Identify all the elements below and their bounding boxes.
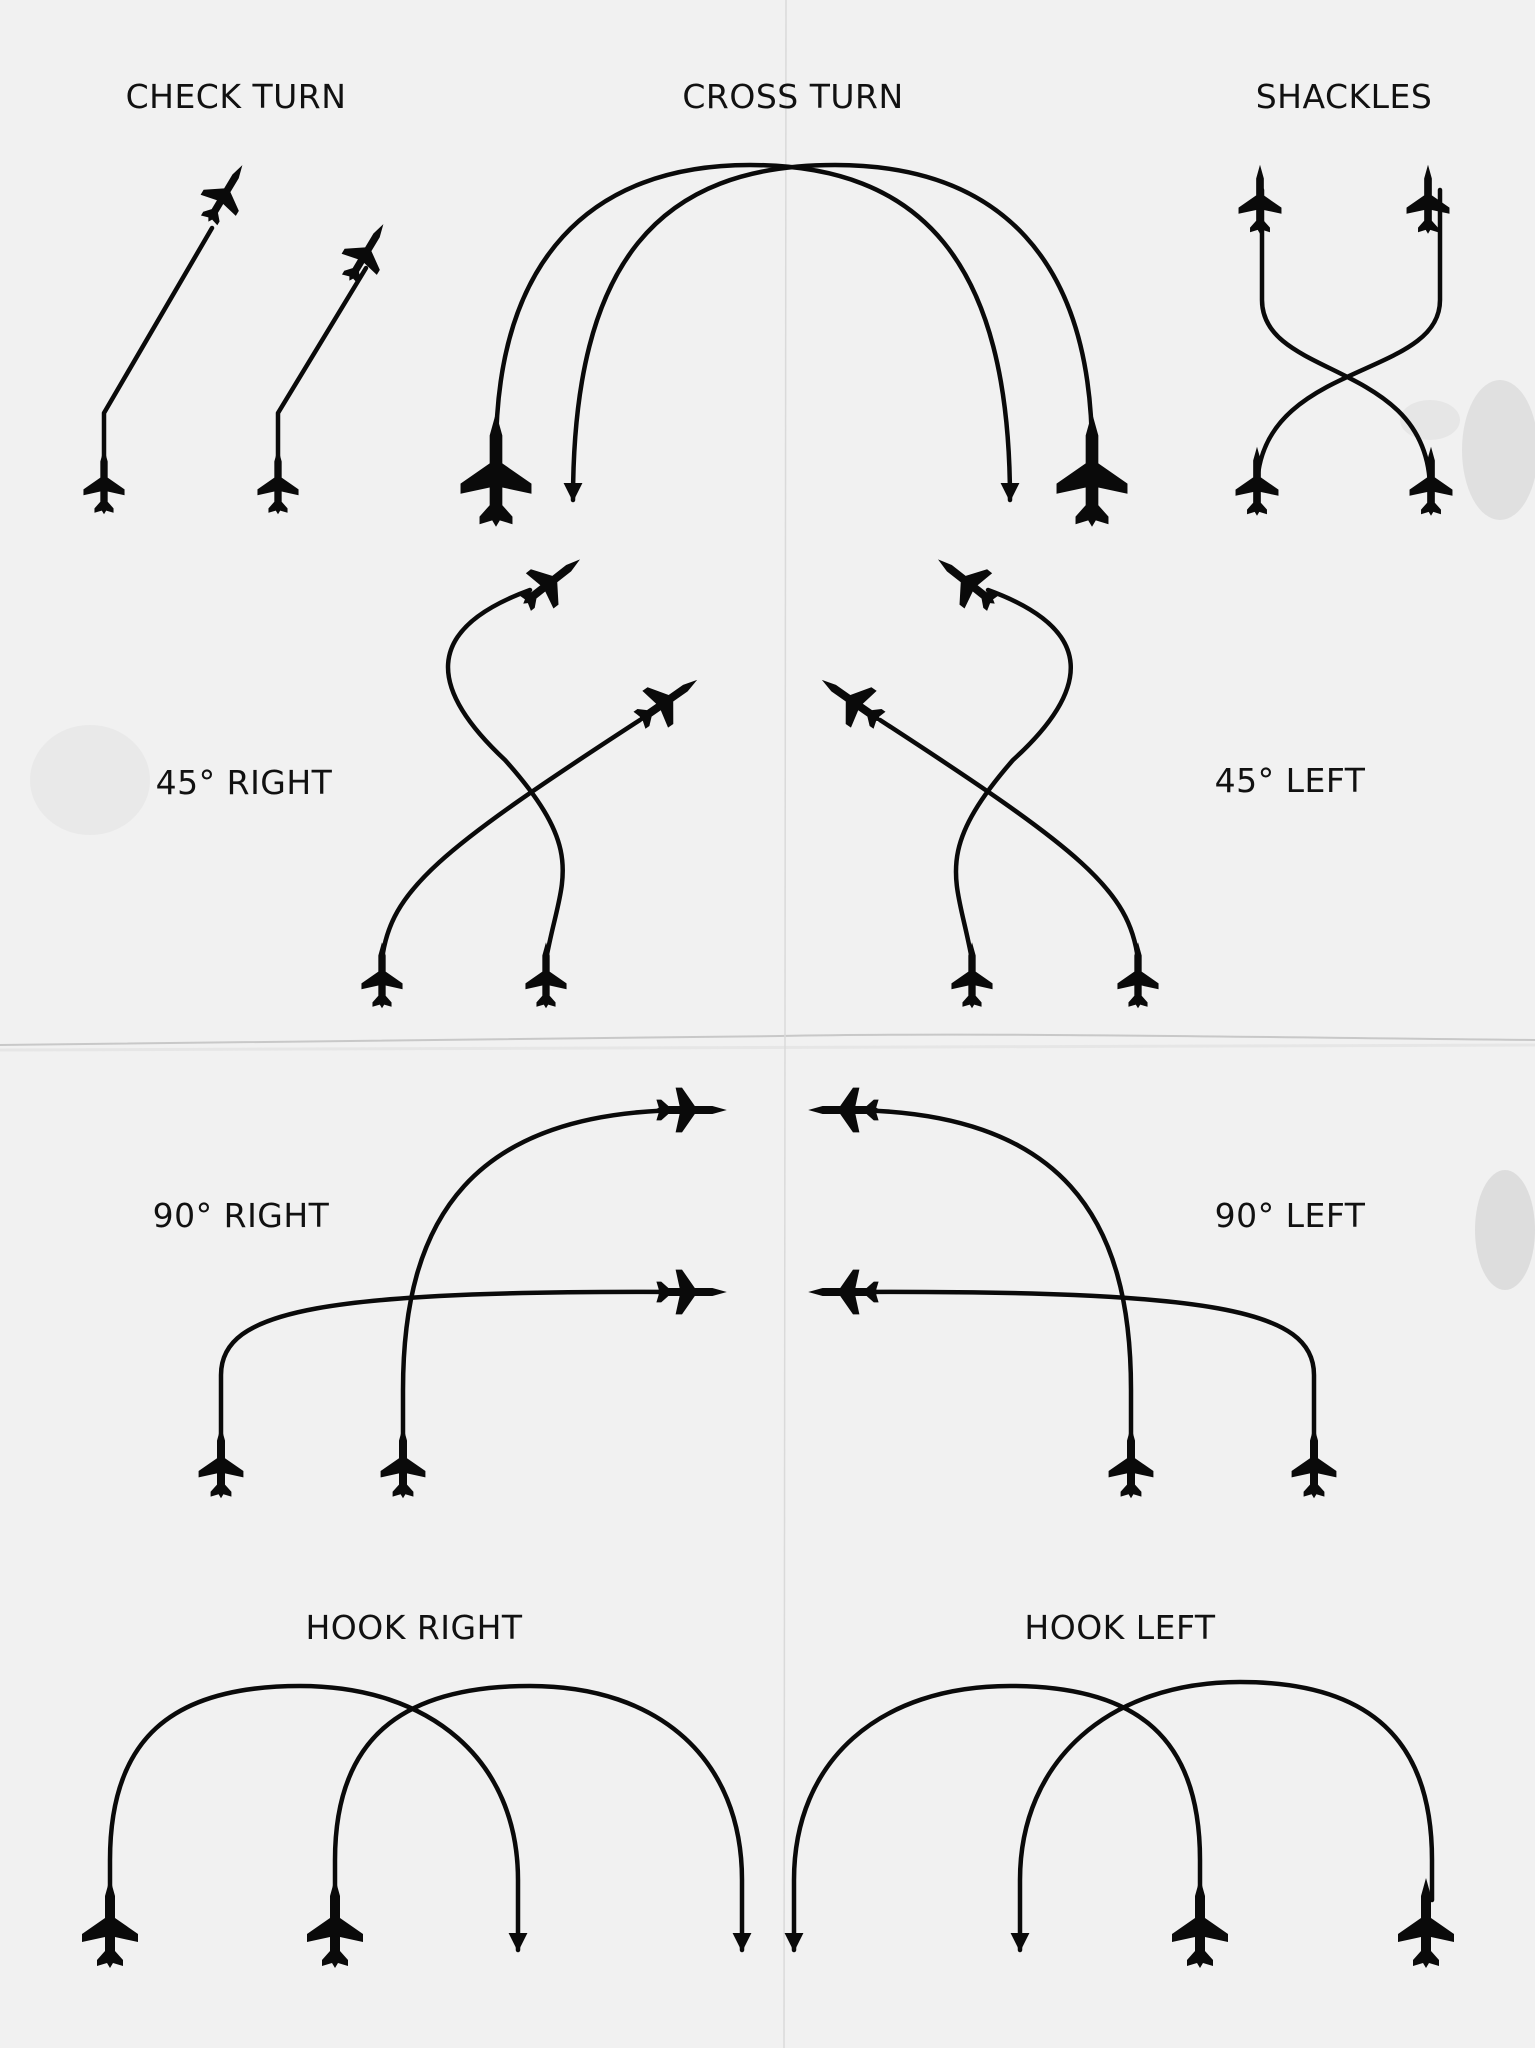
jet-aircraft-icon bbox=[460, 412, 532, 527]
right-45-label: 45° RIGHT bbox=[155, 763, 333, 802]
left-45-diagram bbox=[809, 541, 1159, 1009]
jet-aircraft-icon bbox=[1172, 1878, 1228, 1968]
jet-aircraft-icon bbox=[380, 1426, 426, 1499]
right-90-diagram bbox=[198, 1087, 727, 1499]
jet-aircraft-icon bbox=[1291, 1426, 1337, 1499]
jet-aircraft-icon bbox=[951, 942, 993, 1009]
jet-aircraft-icon bbox=[1056, 412, 1128, 527]
hook-left-label: HOOK LEFT bbox=[1024, 1608, 1216, 1647]
left-90-diagram bbox=[808, 1087, 1337, 1499]
jet-aircraft-icon bbox=[654, 1269, 727, 1315]
jet-aircraft-icon bbox=[1238, 164, 1282, 234]
jet-aircraft-icon bbox=[625, 661, 710, 740]
jet-aircraft-icon bbox=[525, 942, 567, 1009]
jet-aircraft-icon bbox=[1117, 942, 1159, 1009]
jet-aircraft-icon bbox=[509, 541, 594, 622]
jet-aircraft-icon bbox=[1108, 1426, 1154, 1499]
jet-aircraft-icon bbox=[1406, 164, 1450, 234]
hook-right-label: HOOK RIGHT bbox=[305, 1608, 523, 1647]
shackles-diagram bbox=[1235, 164, 1453, 516]
left-45-label: 45° LEFT bbox=[1214, 761, 1366, 800]
check-turn-label: CHECK TURN bbox=[125, 77, 347, 116]
cross-turn-label: CROSS TURN bbox=[682, 77, 904, 116]
jet-aircraft-icon bbox=[257, 448, 299, 515]
jet-aircraft-icon bbox=[82, 1878, 138, 1968]
jet-aircraft-icon bbox=[924, 541, 1009, 622]
jet-aircraft-icon bbox=[654, 1087, 727, 1133]
jet-aircraft-icon bbox=[1409, 446, 1453, 516]
hook-left-diagram bbox=[784, 1679, 1454, 1968]
check-turn-diagram bbox=[83, 154, 401, 515]
jet-aircraft-icon bbox=[83, 448, 125, 515]
jet-aircraft-icon bbox=[1398, 1878, 1454, 1968]
hook-right-diagram bbox=[82, 1683, 752, 1968]
shackles-label: SHACKLES bbox=[1255, 77, 1433, 116]
jet-aircraft-icon bbox=[307, 1878, 363, 1968]
right-90-label: 90° RIGHT bbox=[152, 1196, 330, 1235]
jet-aircraft-icon bbox=[808, 1269, 881, 1315]
jet-aircraft-icon bbox=[808, 1087, 881, 1133]
jet-aircraft-icon bbox=[809, 661, 894, 740]
right-45-diagram bbox=[361, 541, 710, 1009]
left-90-label: 90° LEFT bbox=[1214, 1196, 1366, 1235]
jet-aircraft-icon bbox=[1235, 446, 1279, 516]
jet-aircraft-icon bbox=[331, 213, 401, 292]
cross-turn-diagram bbox=[460, 162, 1128, 527]
jet-aircraft-icon bbox=[198, 1426, 244, 1499]
jet-aircraft-icon bbox=[361, 942, 403, 1009]
jet-aircraft-icon bbox=[190, 154, 260, 233]
